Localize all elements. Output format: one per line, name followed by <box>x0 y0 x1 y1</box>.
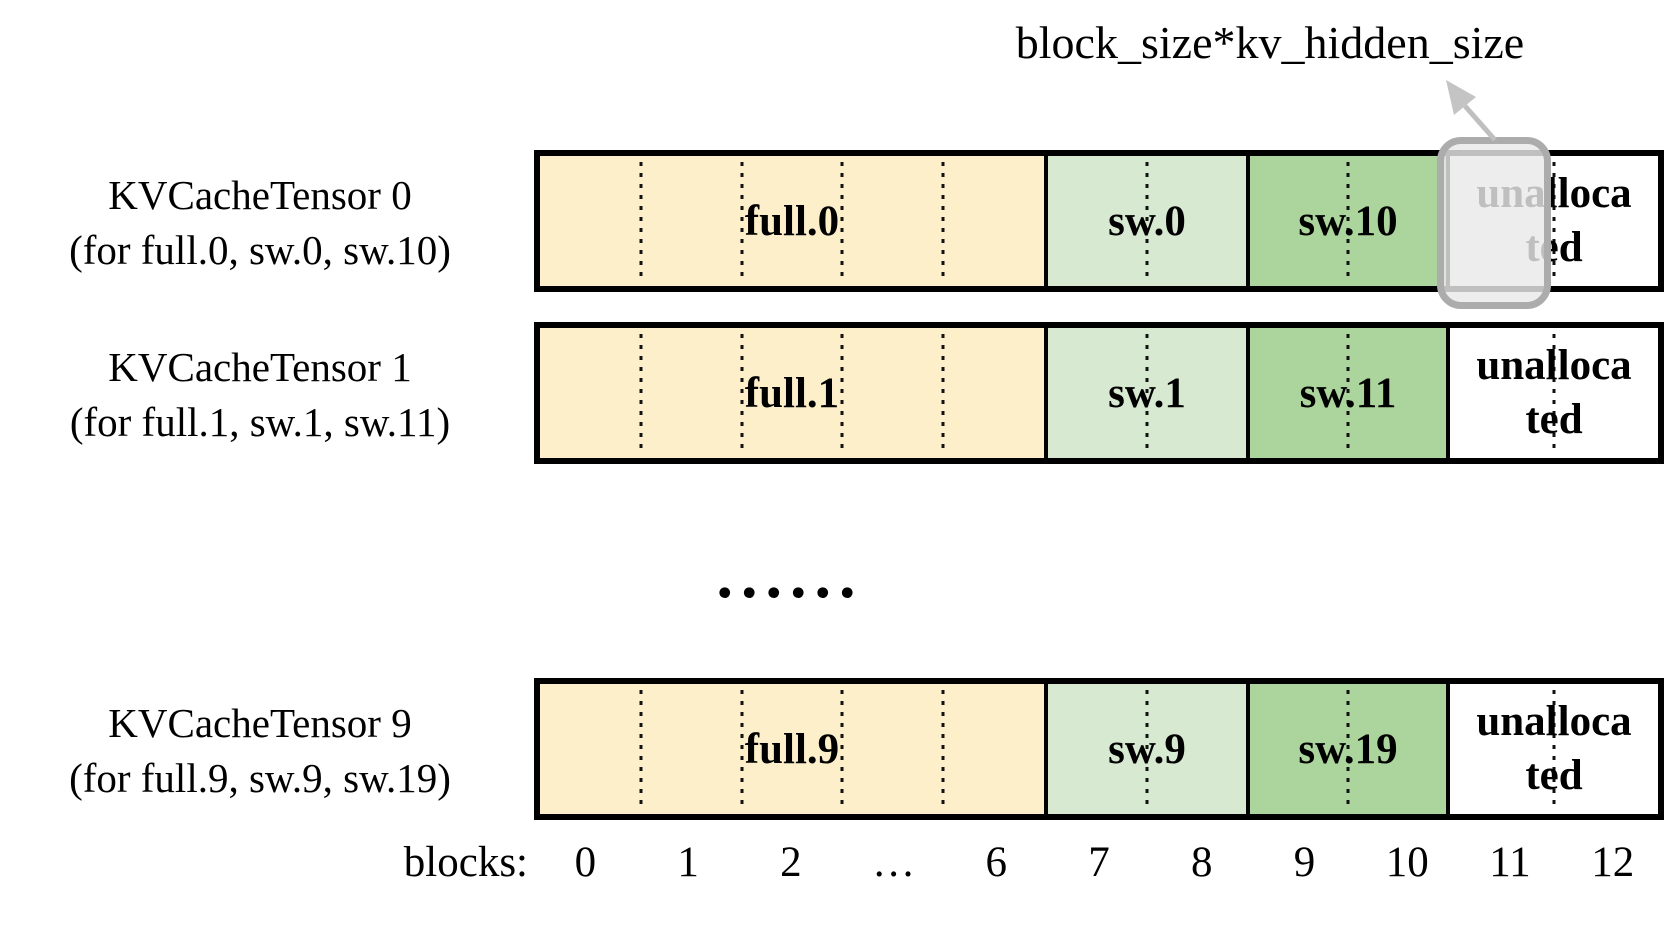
axis-tick: 9 <box>1293 839 1316 886</box>
section-full: full.0 <box>540 156 1044 286</box>
blocks-axis-label: blocks: <box>403 839 528 886</box>
block-divider <box>1145 690 1149 808</box>
block-divider <box>740 690 744 808</box>
block-divider <box>1346 690 1350 808</box>
row-label-tensor-1: KVCacheTensor 1 (for full.1, sw.1, sw.11… <box>10 340 510 450</box>
block-divider <box>639 690 643 808</box>
block-divider <box>941 334 945 452</box>
section-label: sw.0 <box>1108 197 1186 245</box>
section-label: full.0 <box>744 197 840 245</box>
block-divider <box>840 334 844 452</box>
axis-tick: 0 <box>574 839 597 886</box>
section-label: unalloca <box>1476 342 1632 390</box>
row-title: KVCacheTensor 0 <box>108 172 412 218</box>
section-sw2: sw.19 <box>1246 684 1446 814</box>
section-unallocated: unalloca ted <box>1446 684 1658 814</box>
section-label: sw.9 <box>1108 725 1186 773</box>
section-sw: sw.1 <box>1044 328 1246 458</box>
kv-cache-tensor-bar-9: full.9 sw.9 sw.19 unalloca ted <box>534 678 1664 820</box>
axis-tick: 7 <box>1088 839 1110 886</box>
section-sw2: sw.11 <box>1246 328 1446 458</box>
section-unallocated: unalloca ted <box>1446 328 1658 458</box>
section-label: full.9 <box>744 725 840 773</box>
row-title: KVCacheTensor 9 <box>108 700 412 746</box>
section-sw2: sw.10 <box>1246 156 1446 286</box>
block-divider <box>1145 334 1149 452</box>
section-label: sw.11 <box>1299 369 1397 417</box>
rows-ellipsis: ...... <box>716 539 864 612</box>
block-divider <box>1346 162 1350 280</box>
row-subtitle: (for full.9, sw.9, sw.19) <box>69 755 451 801</box>
block-divider <box>740 162 744 280</box>
section-label: ted <box>1525 396 1583 443</box>
block-divider <box>1552 162 1556 280</box>
block-divider <box>639 162 643 280</box>
annotation-arrow-icon <box>1446 80 1497 142</box>
block-divider <box>941 162 945 280</box>
block-divider <box>840 690 844 808</box>
section-label: ted <box>1525 752 1583 799</box>
kv-cache-tensor-bar-1: full.1 sw.1 sw.11 unalloca ted <box>534 322 1664 464</box>
section-full: full.9 <box>540 684 1044 814</box>
section-label: sw.10 <box>1298 197 1398 245</box>
section-label: unalloca <box>1476 698 1632 746</box>
axis-tick: 6 <box>985 839 1008 886</box>
block-size-annotation: block_size*kv_hidden_size <box>1015 17 1525 68</box>
section-label: sw.1 <box>1108 369 1186 417</box>
blocks-axis: 0 1 2 … 6 7 8 9 10 11 12 <box>534 838 1664 887</box>
block-divider <box>1145 162 1149 280</box>
section-label: full.1 <box>744 369 840 417</box>
axis-tick: 1 <box>677 839 699 886</box>
block-divider <box>941 690 945 808</box>
row-subtitle: (for full.0, sw.0, sw.10) <box>69 227 451 273</box>
axis-tick: 8 <box>1191 839 1213 886</box>
block-divider <box>1552 690 1556 808</box>
axis-tick: 11 <box>1489 839 1531 886</box>
block-divider <box>639 334 643 452</box>
row-label-tensor-9: KVCacheTensor 9 (for full.9, sw.9, sw.19… <box>10 696 510 806</box>
section-sw: sw.0 <box>1044 156 1246 286</box>
row-title: KVCacheTensor 1 <box>108 344 412 390</box>
block-highlight-box <box>1437 137 1551 309</box>
block-divider <box>740 334 744 452</box>
row-label-tensor-0: KVCacheTensor 0 (for full.0, sw.0, sw.10… <box>10 168 510 278</box>
block-divider <box>1346 334 1350 452</box>
axis-tick: … <box>872 839 916 886</box>
block-divider <box>840 162 844 280</box>
block-divider <box>1552 334 1556 452</box>
row-subtitle: (for full.1, sw.1, sw.11) <box>69 399 451 445</box>
axis-tick: 2 <box>780 839 802 886</box>
axis-tick: 10 <box>1385 839 1429 886</box>
section-full: full.1 <box>540 328 1044 458</box>
section-label: sw.19 <box>1298 725 1398 773</box>
axis-tick: 12 <box>1591 839 1635 886</box>
section-sw: sw.9 <box>1044 684 1246 814</box>
kv-cache-tensor-bar-0: full.0 sw.0 sw.10 unalloca ted <box>534 150 1664 292</box>
